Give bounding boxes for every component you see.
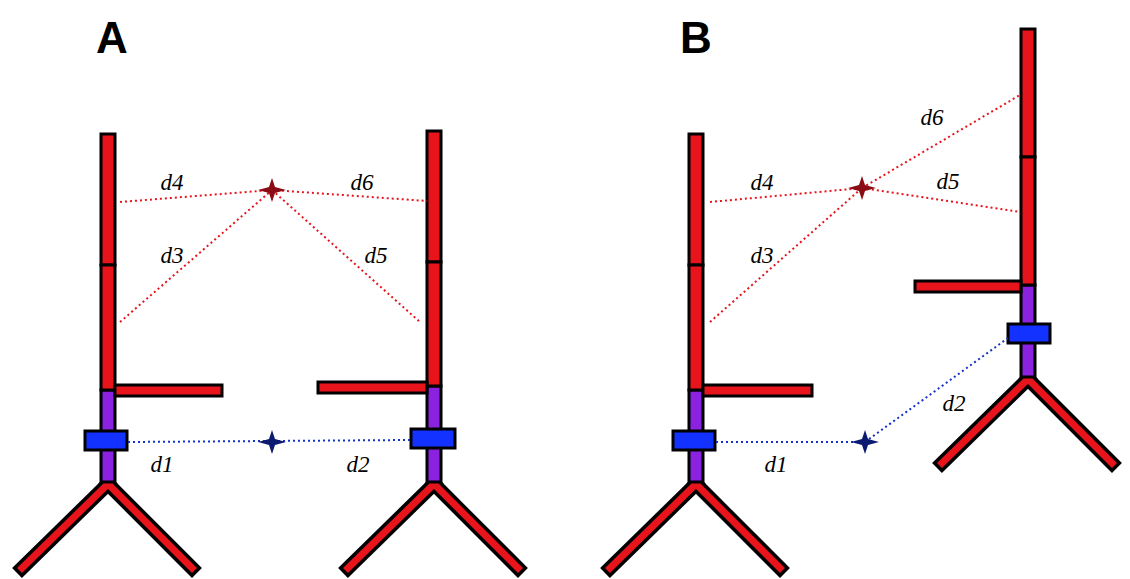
distance-label: d4 (751, 170, 774, 196)
distance-lines (120, 95, 1020, 442)
source-star (258, 176, 879, 454)
distance-label: d2 (943, 391, 966, 417)
distance-label: d1 (765, 452, 788, 478)
distance-label: d4 (161, 170, 184, 196)
distance-label: d2 (347, 452, 370, 478)
distance-label: d5 (937, 169, 960, 195)
distance-label: d3 (751, 243, 774, 269)
distance-label: d6 (351, 170, 374, 196)
distance-label: d5 (365, 243, 388, 269)
processes (101, 29, 1035, 396)
electrode-block (85, 324, 1050, 450)
dendrites (22, 379, 1112, 568)
panel-letter: B (680, 13, 712, 63)
distance-label: d1 (151, 452, 174, 478)
distance-label: d3 (161, 243, 184, 269)
axon-initial-segment (101, 285, 1035, 482)
distance-label: d6 (921, 105, 944, 131)
panel-letter: A (96, 13, 128, 63)
